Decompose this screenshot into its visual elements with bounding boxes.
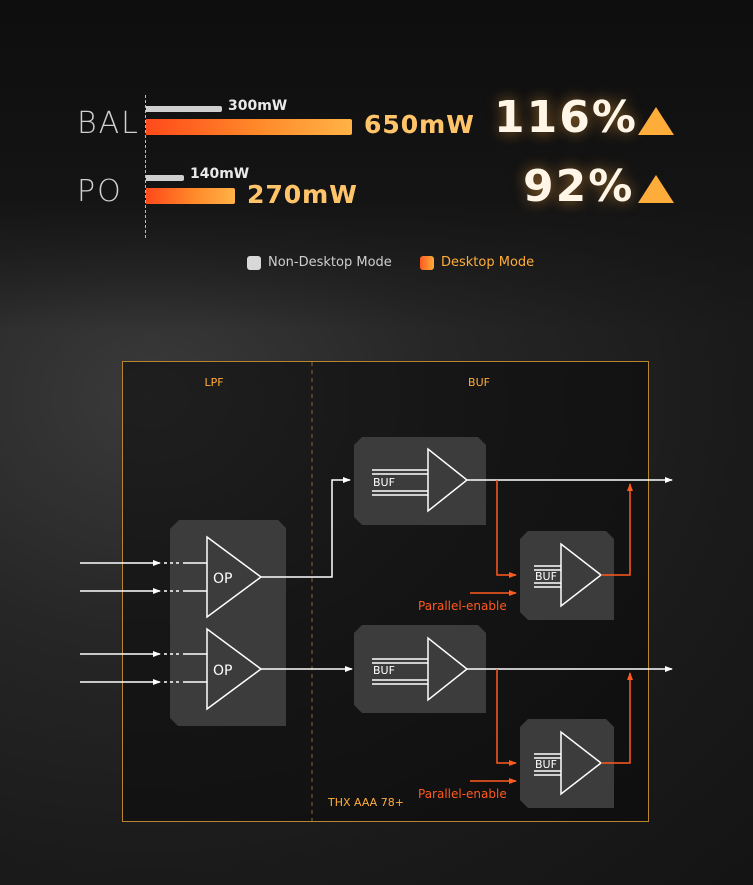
- buf-amp-2: [427, 636, 469, 702]
- buf-amp-1: [427, 447, 469, 513]
- bar-po-desktop: [146, 188, 235, 204]
- chip-name: THX AAA 78+: [327, 796, 404, 809]
- legend-label-non-desktop: Non-Desktop Mode: [268, 255, 392, 270]
- chart-axis: [145, 95, 146, 238]
- op-label-2: OP: [213, 663, 232, 679]
- increase-arrow-icon: [638, 175, 674, 203]
- bar-po-non-desktop: [146, 175, 184, 181]
- op-label-1: OP: [213, 571, 232, 587]
- parallel-buf-amp-1: [560, 542, 603, 608]
- parallel-buf-block-2: [520, 719, 614, 808]
- value-bal-desktop: 650mW: [364, 110, 475, 139]
- row-label-po: PO: [77, 174, 123, 209]
- section-label-lpf: LPF: [204, 376, 223, 389]
- op-amp-1: [206, 535, 263, 619]
- parallel-buf-label-2: BUF: [535, 758, 557, 771]
- legend-non-desktop: Non-Desktop Mode: [247, 255, 392, 270]
- buf-label-2: BUF: [373, 664, 395, 677]
- op-block: [170, 520, 286, 726]
- legend-swatch-orange: [420, 255, 434, 270]
- bar-bal-desktop: [146, 119, 352, 135]
- parallel-buf-label-1: BUF: [535, 570, 557, 583]
- row-label-bal: BAL: [77, 106, 140, 141]
- legend-label-desktop: Desktop Mode: [441, 255, 535, 270]
- legend-desktop: Desktop Mode: [420, 255, 534, 270]
- increase-arrow-icon: [638, 107, 674, 135]
- percent-bal: 116%: [494, 92, 638, 143]
- chart-panel: [0, 0, 753, 330]
- value-bal-non-desktop: 300mW: [228, 98, 288, 114]
- buf-label-1: BUF: [373, 476, 395, 489]
- percent-po: 92%: [523, 161, 635, 212]
- legend-swatch-grey: [247, 255, 261, 270]
- value-po-non-desktop: 140mW: [190, 166, 250, 182]
- section-label-buf: BUF: [468, 376, 490, 389]
- value-po-desktop: 270mW: [247, 180, 358, 209]
- parallel-enable-label-1: Parallel-enable: [418, 599, 507, 613]
- parallel-buf-amp-2: [560, 730, 603, 796]
- parallel-enable-label-2: Parallel-enable: [418, 787, 507, 801]
- parallel-buf-block-1: [520, 531, 614, 620]
- bar-bal-non-desktop: [146, 106, 222, 112]
- buf-block-1: [354, 437, 486, 525]
- buf-block-2: [354, 625, 486, 713]
- op-amp-2: [206, 627, 263, 711]
